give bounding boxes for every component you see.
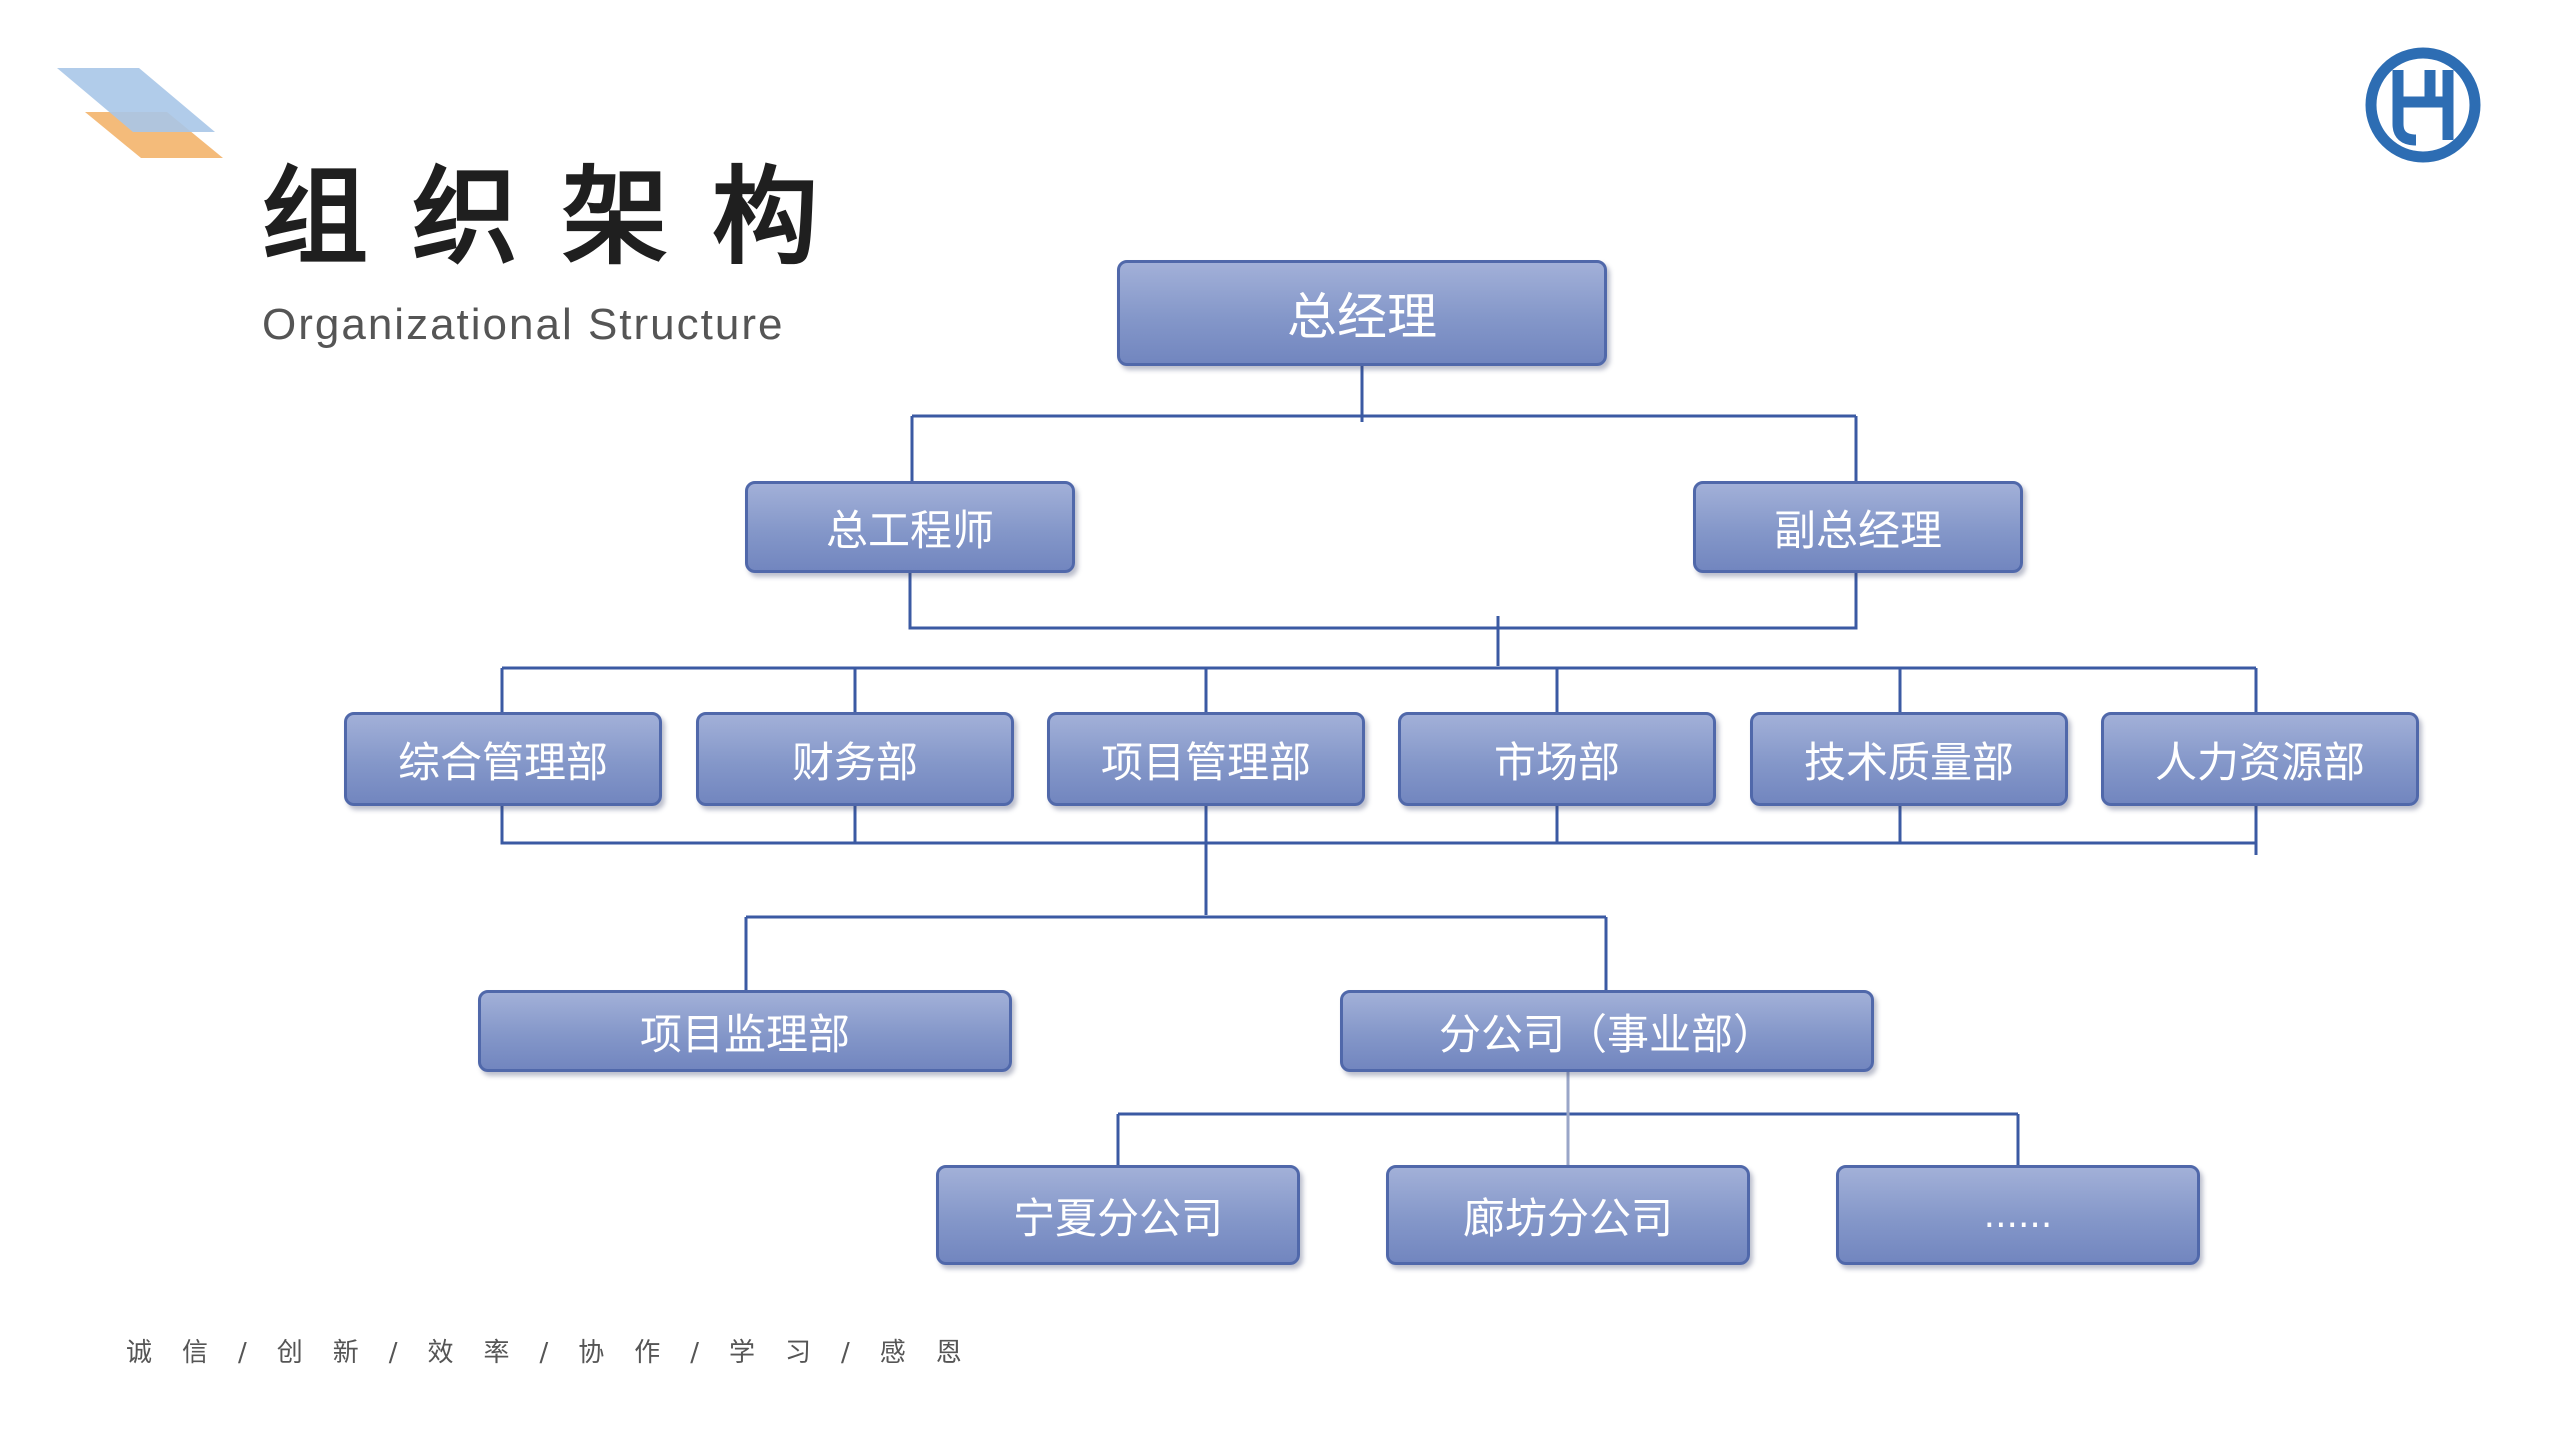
org-node-label: 人力资源部 [2154, 737, 2365, 787]
org-node-branch-company[interactable]: 分公司（事业部） [1340, 990, 1874, 1072]
page-title: 组织架构 [262, 156, 862, 279]
org-node-label: 廊坊分公司 [1462, 1193, 1673, 1243]
org-node-label: 宁夏分公司 [1012, 1193, 1223, 1243]
org-node-human-resources[interactable]: 人力资源部 [2101, 712, 2419, 806]
org-node-tech-quality[interactable]: 技术质量部 [1750, 712, 2068, 806]
org-node-deputy-gm[interactable]: 副总经理 [1693, 481, 2023, 573]
org-node-label: 财务部 [791, 737, 918, 787]
diagonal-stripes-icon [57, 68, 223, 158]
org-node-langfang-branch[interactable]: 廊坊分公司 [1386, 1165, 1750, 1265]
org-node-label: 综合管理部 [397, 737, 608, 787]
org-node-chief-engineer[interactable]: 总工程师 [745, 481, 1075, 573]
org-node-project-supervision[interactable]: 项目监理部 [478, 990, 1012, 1072]
org-node-label: 市场部 [1493, 737, 1620, 787]
org-node-label: 技术质量部 [1803, 737, 2014, 787]
connector-level2-departments [500, 571, 2258, 712]
org-node-more-branches[interactable]: ...... [1836, 1165, 2200, 1265]
org-node-finance[interactable]: 财务部 [696, 712, 1014, 806]
org-node-ningxia-branch[interactable]: 宁夏分公司 [936, 1165, 1300, 1265]
org-node-label: 项目管理部 [1100, 737, 1311, 787]
org-node-label: ...... [1983, 1194, 2053, 1236]
org-node-label: 分公司（事业部） [1438, 1009, 1775, 1059]
connector-ceo-level2 [910, 366, 1858, 481]
org-node-label: 总经理 [1287, 288, 1437, 346]
org-node-label: 副总经理 [1773, 505, 1942, 555]
page-subtitle: Organizational Structure [262, 300, 785, 349]
org-node-project-management[interactable]: 项目管理部 [1047, 712, 1365, 806]
hj-logo-icon [2365, 47, 2481, 163]
org-node-label: 项目监理部 [639, 1009, 850, 1059]
org-node-marketing[interactable]: 市场部 [1398, 712, 1716, 806]
org-node-ceo[interactable]: 总经理 [1117, 260, 1607, 366]
connector-departments-bottom [500, 804, 2258, 855]
footer-slogan: 诚信/创新/效率/协作/学习/感恩 [126, 1338, 992, 1368]
org-node-label: 总工程师 [825, 505, 994, 555]
org-node-general-management[interactable]: 综合管理部 [344, 712, 662, 806]
connector-units [744, 804, 1608, 990]
